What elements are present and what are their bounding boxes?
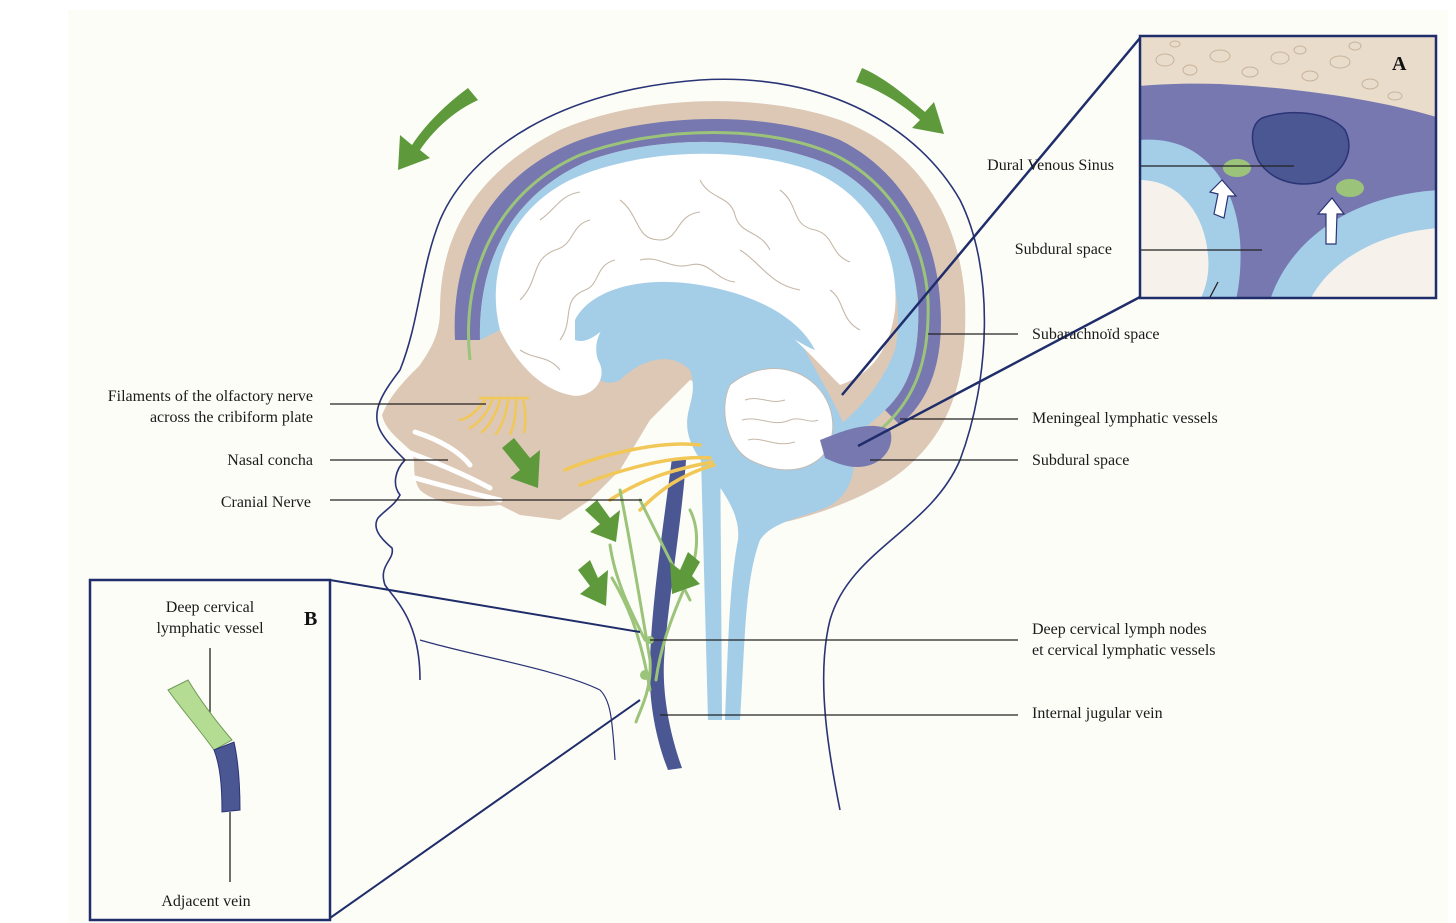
cerebellum-folia [741, 398, 819, 445]
olfactory-filaments [458, 396, 530, 436]
inset-b-connector [329, 579, 641, 633]
brain-tissue-left [1140, 180, 1209, 298]
flow-arrow-icon [585, 500, 620, 542]
label-adjacent-vein: Adjacent vein [161, 893, 250, 910]
lymphatic-vessel-blob [1336, 179, 1364, 197]
inset-b-connector [329, 699, 641, 919]
main-labels: Filaments of the olfactory nerve across … [108, 326, 1218, 722]
brain-tissue-right [1311, 228, 1436, 298]
flow-arrows [398, 68, 944, 606]
label-deep-cervical-line2: et cervical lymphatic vessels [1032, 642, 1215, 659]
lateral-ventricle [575, 281, 815, 350]
flow-arrow-icon [670, 552, 700, 594]
label-olfactory-line1: Filaments of the olfactory nerve [108, 388, 313, 405]
flow-arrow-icon [502, 438, 540, 488]
label-subdural-space: Subdural space [1032, 452, 1129, 469]
inset-a-frame [1138, 34, 1438, 300]
drainage-arrow-icon [1208, 179, 1238, 219]
meningeal-lymphatic-vessel-line [467, 131, 930, 432]
inset-b: B Deep cervical lymphatic vessel Adjacen… [88, 578, 332, 922]
drainage-arrow-icon [1316, 197, 1346, 245]
skull-bone-layer [1140, 36, 1436, 117]
lymphatic-vessel-blob [1223, 159, 1251, 177]
head-sagittal-section [375, 78, 986, 811]
label-nasal-concha: Nasal concha [227, 452, 313, 469]
cerebellum [724, 368, 834, 471]
label-cranial-nerve: Cranial Nerve [221, 494, 311, 511]
subarachnoid-csf [479, 141, 919, 450]
flow-arrow-icon [578, 560, 608, 606]
venous-sinus-region [820, 425, 892, 468]
bone-trabeculae [1155, 40, 1403, 101]
internal-jugular-vein [649, 458, 686, 770]
inset-b-letter: B [304, 608, 317, 630]
flow-arrow-icon [398, 88, 478, 170]
label-vessel-line2: lymphatic vessel [156, 620, 264, 637]
label-vessel-line1: Deep cervical [166, 599, 255, 616]
inset-b-frame [88, 578, 332, 922]
label-dural-venous-sinus: Dural Venous Sinus [987, 157, 1114, 174]
label-inset-subdural-space: Subdural space [1015, 241, 1112, 258]
brain-gyri [519, 179, 861, 371]
flow-arrow-icon [856, 68, 944, 134]
lymph-node [640, 670, 650, 680]
label-meningeal-lymphatic: Meningeal lymphatic vessels [1032, 410, 1218, 427]
lymphatic-vessel-segment [167, 679, 233, 751]
adjacent-vein-segment [213, 741, 241, 813]
scalp-outline [375, 78, 986, 811]
label-internal-jugular: Internal jugular vein [1032, 705, 1163, 722]
inset-a: A Dural Venous Sinus Subdural space [987, 34, 1438, 300]
inset-a-letter: A [1392, 53, 1407, 75]
nasal-concha [399, 429, 503, 503]
spinal-canal [700, 420, 722, 720]
inset-a-connector [841, 37, 1141, 396]
label-olfactory-line2: across the cribiform plate [150, 409, 313, 426]
label-subarachnoid-space: Subarachnoïd space [1032, 326, 1160, 343]
inset-a-connector [857, 295, 1141, 448]
label-deep-cervical-line1: Deep cervical lymph nodes [1032, 621, 1207, 638]
leader-lines [329, 37, 1141, 919]
